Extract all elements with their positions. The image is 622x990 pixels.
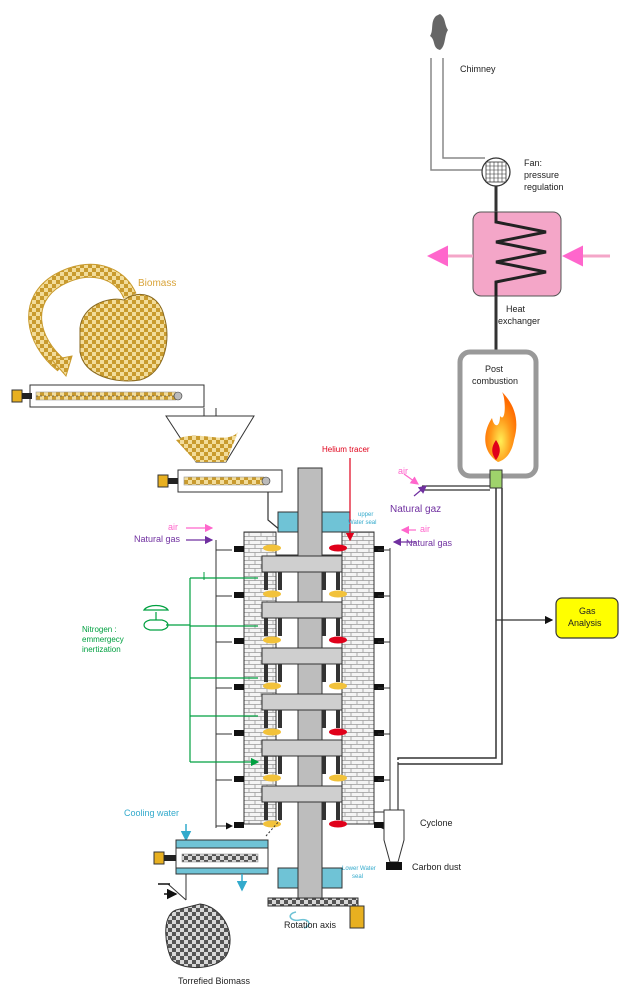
air-top-label: air <box>398 466 408 476</box>
natural-gas-feed-left: air Natural gas <box>134 522 232 828</box>
upper-water-seal-label-1: upper <box>358 512 373 518</box>
post-combustion-label-2: combustion <box>472 376 518 386</box>
biomass-feed: Biomass <box>12 271 282 530</box>
chimney-label: Chimney <box>460 64 496 74</box>
air-right-label: air <box>420 524 430 534</box>
burner <box>490 470 502 488</box>
natural-gas-left-label: Natural gas <box>134 534 181 544</box>
nitrogen-label-2: emmergecy <box>82 635 124 644</box>
upper-water-seal-label-2: Water seal <box>348 520 376 526</box>
gas-analysis-box: Gas Analysis <box>556 598 618 638</box>
fan-label-3: regulation <box>524 182 564 192</box>
valve-icon <box>144 620 168 630</box>
air-left-label: air <box>168 522 178 532</box>
chimney: Chimney <box>430 14 496 170</box>
fan-label-1: Fan: <box>524 158 542 168</box>
cooling-water-label: Cooling water <box>124 808 179 818</box>
natural-gas-right-label: Natural gas <box>406 538 453 548</box>
nitrogen-label-3: inertization <box>82 645 121 654</box>
torrefied-biomass-pile <box>166 904 230 968</box>
fan: Fan: pressure regulation <box>482 158 564 212</box>
motor-icon <box>154 852 164 864</box>
natural-gaz-label: Natural gaz <box>390 504 441 515</box>
biomass-pile <box>80 294 167 381</box>
fan-label-2: pressure <box>524 170 559 180</box>
post-combustion-chamber: Post combustion <box>460 352 536 488</box>
heat-exchanger: Heat exchanger <box>430 212 610 326</box>
gas-analysis-label-2: Analysis <box>568 618 602 628</box>
rotation-axis-label: Rotation axis <box>284 920 337 930</box>
cyclone: Cyclone Carbon dust <box>374 810 462 872</box>
natural-gas-feed-right: air Natural gas air Natural gaz <box>378 466 453 828</box>
helium-tracer-label: Helium tracer <box>322 445 370 454</box>
lower-water-seal-label-1: Lower Water <box>342 866 376 872</box>
nitrogen-label-1: Nitrogen : <box>82 625 117 634</box>
heat-exchanger-label-2: exchanger <box>498 316 540 326</box>
motor-icon <box>12 390 22 402</box>
torrefied-biomass-label: Torrefied Biomass <box>178 976 251 986</box>
lower-water-seal-label-2: seal <box>352 874 363 880</box>
cyclone-label: Cyclone <box>420 818 453 828</box>
carbon-dust-label: Carbon dust <box>412 862 462 872</box>
gas-analysis-label-1: Gas <box>579 606 596 616</box>
smoke-icon <box>430 14 448 50</box>
motor-icon <box>158 475 168 487</box>
rotation-motor-icon <box>350 906 364 928</box>
post-combustion-label-1: Post <box>485 364 504 374</box>
biomass-label: Biomass <box>138 278 176 289</box>
heat-exchanger-label-1: Heat <box>506 304 526 314</box>
cooling-output: Cooling water Torrefied Biomass <box>124 808 280 986</box>
